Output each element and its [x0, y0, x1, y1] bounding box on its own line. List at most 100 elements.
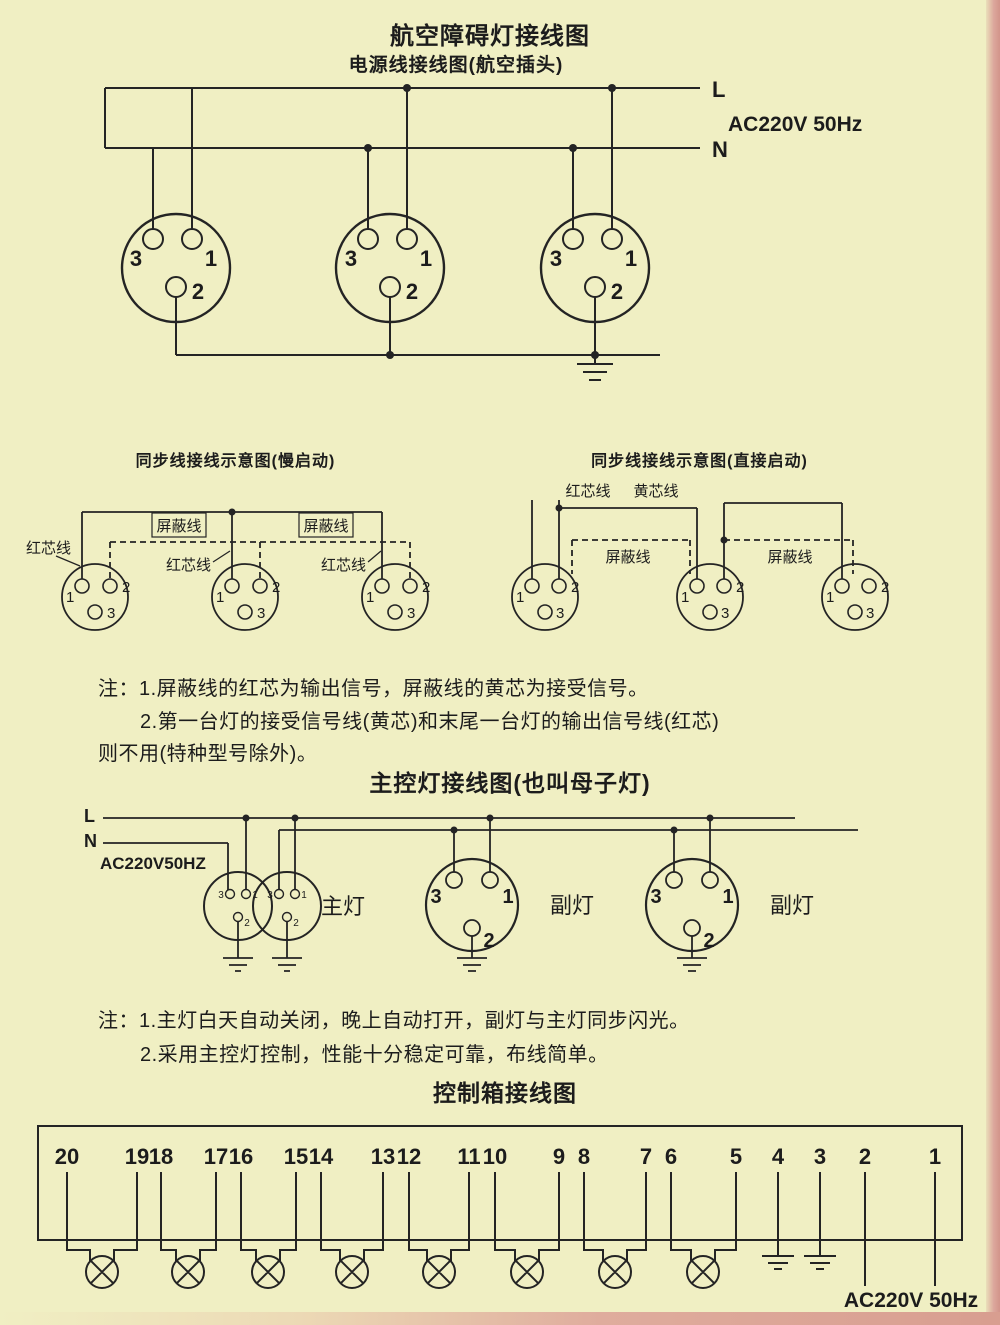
shield-label: 屏蔽线	[605, 549, 650, 566]
line-n-label: N	[84, 831, 97, 851]
master-note-line-1: 注：1.主灯白天自动关闭，晚上自动打开，副灯与主灯同步闪光。	[98, 1010, 690, 1032]
pin-label: 3	[550, 246, 562, 271]
scan-edge-bottom	[0, 1312, 1000, 1325]
lamp-feed-wires	[66, 1240, 737, 1261]
earth-ground-icon	[223, 957, 707, 972]
line-n-label: N	[712, 137, 728, 162]
pin-label: 3	[430, 886, 441, 908]
ac-voltage-label: AC220V50HZ	[100, 854, 206, 873]
terminal-number: 5	[730, 1144, 742, 1169]
master-note-line-2: 2.采用主控灯控制，性能十分稳定可靠，布线简单。	[140, 1044, 609, 1066]
terminal-number: 3	[814, 1144, 826, 1169]
power-plug-diagram	[104, 84, 700, 381]
shield-label-box	[298, 512, 354, 538]
pin-label: 2	[611, 279, 623, 304]
pin-label: 3	[866, 605, 874, 622]
terminal-box	[37, 1125, 963, 1241]
pin-label: 1	[66, 589, 74, 606]
sub-lamp-pins	[445, 871, 719, 937]
plug-connectors	[511, 563, 889, 631]
sync-direct-labels: 红芯线 黄芯线 屏蔽线 屏蔽线 1 2 3 1 2 3 1 2 3	[516, 483, 889, 622]
pin-label: 3	[267, 890, 273, 901]
pin-label: 1	[516, 589, 524, 606]
junction-dots	[555, 504, 728, 544]
master-wires	[103, 817, 858, 958]
red-core-label: 红芯线	[26, 540, 71, 557]
yellow-core-label: 黄芯线	[633, 483, 678, 500]
pin-label: 3	[721, 605, 729, 622]
plug-pins	[524, 578, 877, 620]
terminal-verticals	[66, 1172, 936, 1240]
terminal-number: 11	[457, 1144, 480, 1169]
scan-edge-right	[986, 0, 1000, 1325]
junction-dot	[228, 508, 236, 516]
shield-wires-dashed	[109, 541, 411, 579]
master-section-title: 主控灯接线图(也叫母子灯)	[369, 770, 651, 796]
terminal-number: 7	[640, 1144, 652, 1169]
pin-label: 1	[502, 886, 513, 908]
master-lamp-labels: L N AC220V50HZ 主灯 副灯 副灯 3 1 2 3 1 2 3 1 …	[84, 806, 814, 952]
shield-label: 屏蔽线	[767, 549, 812, 566]
ac-voltage-label: AC220V 50Hz	[844, 1289, 978, 1312]
pin-label: 2	[406, 279, 418, 304]
pin-label: 2	[483, 930, 494, 952]
control-box-labels: 20 19 18 17 16 15 14 13 12 11 10 9 8 7 6…	[55, 1144, 978, 1312]
terminal-number: 16	[229, 1144, 253, 1169]
red-core-label: 红芯线	[166, 557, 211, 574]
sync-note-line-2: 2.第一台灯的接受信号线(黄芯)和末尾一台灯的输出信号线(红芯)	[140, 711, 720, 733]
lamp-icons	[85, 1255, 720, 1289]
sub-lamp-label: 副灯	[550, 893, 594, 918]
terminal-number: 12	[397, 1144, 421, 1169]
pin-label: 2	[122, 579, 130, 596]
terminal-number: 4	[772, 1144, 785, 1169]
sync-note-line-1: 注：1.屏蔽线的红芯为输出信号，屏蔽线的黄芯为接受信号。	[98, 678, 649, 700]
pin-label: 1	[366, 589, 374, 606]
main-lamp-pins	[224, 888, 301, 923]
plug-connector	[120, 212, 232, 324]
power-wires	[104, 87, 700, 364]
main-lamp-plugs	[203, 871, 322, 941]
pin-label: 3	[257, 605, 265, 622]
plug-connectors	[61, 563, 429, 631]
pin-label: 1	[722, 886, 733, 908]
pin-label: 1	[252, 890, 258, 901]
plug-connector	[334, 212, 446, 324]
control-section-title: 控制箱接线图	[433, 1080, 577, 1106]
pin-label: 2	[244, 918, 250, 929]
sync-slow-diagram	[55, 508, 429, 631]
pin-label: 1	[826, 589, 834, 606]
sync-direct-diagram	[511, 500, 889, 631]
shield-label: 屏蔽线	[156, 518, 201, 535]
ac-voltage-label: AC220V 50Hz	[728, 113, 862, 136]
plug-pins	[142, 228, 623, 298]
shield-label-box	[151, 512, 207, 538]
page-subtitle: 电源线接线图(航空插头)	[348, 55, 564, 76]
pin-label: 1	[205, 246, 217, 271]
terminal-number: 19	[125, 1144, 149, 1169]
sync-direct-title: 同步线接线示意图(直接启动)	[591, 453, 808, 470]
line-l-label: L	[712, 77, 725, 102]
plug-pins	[74, 578, 418, 620]
pin-label: 2	[293, 918, 299, 929]
pin-label: 1	[301, 890, 307, 901]
plug-connector	[539, 212, 651, 324]
sync-slow-labels: 红芯线 红芯线 红芯线 屏蔽线 屏蔽线 1 2 3 1 2 3 1 2 3	[26, 518, 430, 622]
terminal-number: 1	[929, 1144, 941, 1169]
label-leader-lines	[55, 550, 382, 567]
junction-dots	[364, 84, 616, 359]
earth-ground-icon	[577, 363, 613, 381]
pin-label: 3	[407, 605, 415, 622]
pin-label: 2	[571, 579, 579, 596]
main-lamp-label: 主灯	[321, 894, 365, 919]
pin-label: 3	[107, 605, 115, 622]
power-plug-labels: L N AC220V 50Hz 3 1 2 3 1 2 3 1 2	[130, 77, 862, 304]
pin-label: 2	[881, 579, 889, 596]
line-l-label: L	[84, 806, 95, 826]
pin-label: 3	[345, 246, 357, 271]
ac-input-wires	[864, 1240, 936, 1286]
page-title: 航空障碍灯接线图	[390, 23, 590, 50]
terminal-number: 14	[309, 1144, 334, 1169]
pin-label: 1	[216, 589, 224, 606]
